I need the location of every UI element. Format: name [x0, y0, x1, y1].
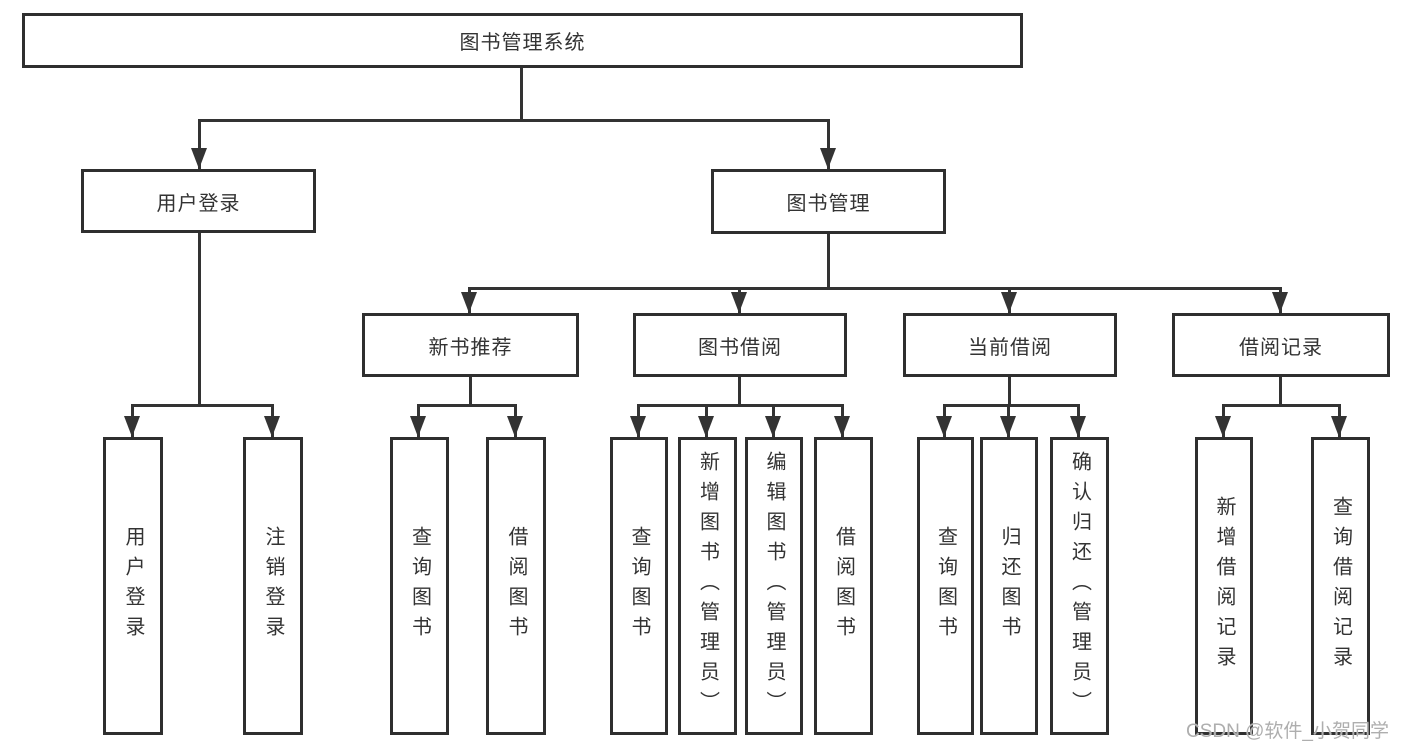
leaf-borrow-books-recommend: 借阅图书 [486, 437, 546, 735]
arrow-down-icon [936, 416, 952, 437]
node-book-management-label: 图书管理 [786, 193, 871, 215]
connector-line [827, 234, 830, 288]
leaf-confirm-return-admin: 确认归还（管理员） [1050, 437, 1109, 735]
leaf-query-books-borrowing-label: 查询图书 [628, 526, 650, 646]
arrow-down-icon [507, 416, 523, 437]
connector-line [131, 404, 274, 407]
arrow-down-icon [191, 148, 207, 169]
leaf-return-books-label: 归还图书 [998, 526, 1020, 646]
connector-line [738, 377, 741, 405]
leaf-edit-books-admin-label: 编辑图书（管理员） [763, 451, 785, 721]
node-root-label: 图书管理系统 [459, 32, 586, 54]
node-borrowing-records-label: 借阅记录 [1239, 336, 1323, 359]
arrow-down-icon [820, 148, 836, 169]
leaf-add-books-admin: 新增图书（管理员） [678, 437, 737, 735]
connector-line [637, 404, 844, 407]
connector-line [198, 119, 201, 169]
arrow-down-icon [1272, 292, 1288, 313]
leaf-query-borrow-record: 查询借阅记录 [1311, 437, 1370, 735]
csdn-watermark: CSDN @软件_小贺同学 [1186, 721, 1389, 742]
connector-line [827, 119, 830, 169]
leaf-user-login: 用户登录 [103, 437, 163, 735]
arrow-down-icon [410, 416, 426, 437]
arrow-down-icon [1000, 416, 1016, 437]
leaf-logout: 注销登录 [243, 437, 303, 735]
arrow-down-icon [834, 416, 850, 437]
node-user-login: 用户登录 [81, 169, 316, 233]
arrow-down-icon [461, 292, 477, 313]
leaf-query-borrow-record-label: 查询借阅记录 [1329, 496, 1352, 676]
node-root: 图书管理系统 [22, 13, 1023, 68]
leaf-query-books-borrowing: 查询图书 [610, 437, 668, 735]
leaf-confirm-return-admin-label: 确认归还（管理员） [1068, 451, 1091, 721]
connector-line [520, 68, 523, 120]
connector-line [198, 233, 201, 405]
arrow-down-icon [1070, 416, 1086, 437]
node-current-borrowing-label: 当前借阅 [968, 336, 1052, 359]
node-borrowing-records: 借阅记录 [1172, 313, 1390, 377]
node-new-book-recommendation: 新书推荐 [362, 313, 579, 377]
node-current-borrowing: 当前借阅 [903, 313, 1117, 377]
leaf-borrow-books-label: 借阅图书 [832, 526, 855, 646]
leaf-borrow-books-recommend-label: 借阅图书 [505, 526, 527, 646]
connector-line [943, 404, 1080, 407]
arrow-down-icon [1215, 416, 1231, 437]
node-new-book-recommendation-label: 新书推荐 [428, 336, 513, 359]
arrow-down-icon [1331, 416, 1347, 437]
connector-line [1279, 377, 1282, 405]
leaf-query-books-recommend-label: 查询图书 [408, 526, 431, 646]
leaf-query-books-recommend: 查询图书 [390, 437, 449, 735]
arrow-down-icon [630, 416, 646, 437]
node-book-borrowing: 图书借阅 [633, 313, 847, 377]
node-book-management: 图书管理 [711, 169, 946, 234]
arrow-down-icon [264, 416, 280, 437]
connector-line [417, 404, 517, 407]
arrow-down-icon [698, 416, 714, 437]
connector-line [469, 377, 472, 405]
connector-line [1222, 404, 1341, 407]
leaf-user-login-label: 用户登录 [122, 526, 144, 646]
leaf-edit-books-admin: 编辑图书（管理员） [745, 437, 803, 735]
leaf-add-books-admin-label: 新增图书（管理员） [696, 451, 719, 721]
leaf-add-borrow-record: 新增借阅记录 [1195, 437, 1253, 735]
arrow-down-icon [124, 416, 140, 437]
connector-line [199, 119, 830, 122]
leaf-query-books-current-label: 查询图书 [934, 526, 957, 646]
leaf-logout-label: 注销登录 [262, 526, 284, 646]
connector-line [1008, 377, 1011, 405]
arrow-down-icon [765, 416, 781, 437]
leaf-query-books-current: 查询图书 [917, 437, 974, 735]
node-user-login-label: 用户登录 [156, 192, 241, 215]
arrow-down-icon [1001, 292, 1017, 313]
leaf-add-borrow-record-label: 新增借阅记录 [1213, 496, 1235, 676]
node-book-borrowing-label: 图书借阅 [698, 336, 782, 359]
leaf-return-books: 归还图书 [980, 437, 1038, 735]
leaf-borrow-books: 借阅图书 [814, 437, 873, 735]
arrow-down-icon [731, 292, 747, 313]
connector-line [468, 287, 1282, 290]
